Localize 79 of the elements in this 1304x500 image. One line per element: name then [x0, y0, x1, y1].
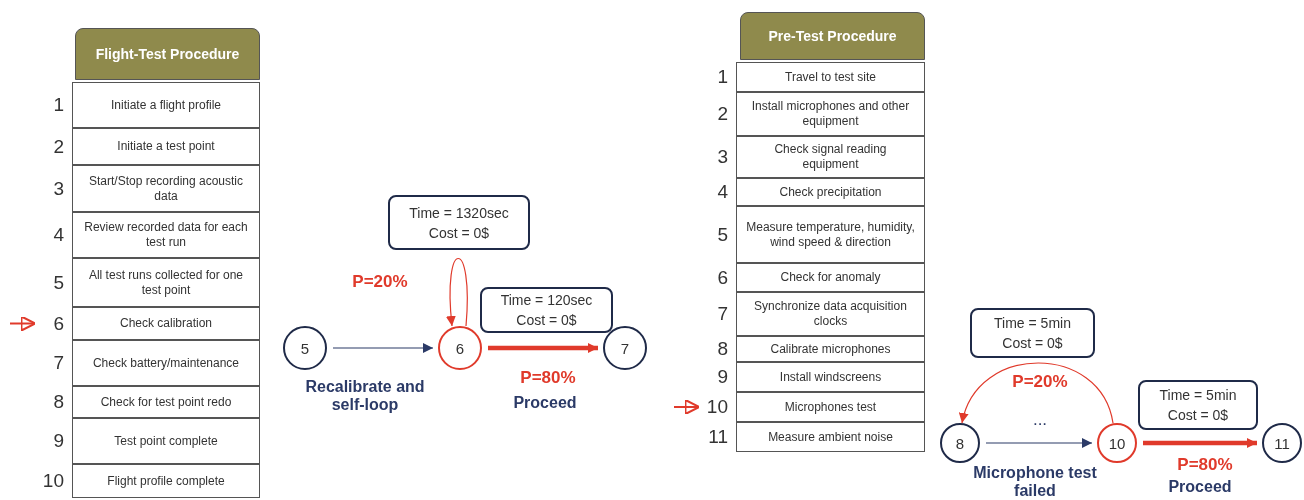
- edge-label: P=80%: [1177, 455, 1233, 475]
- step-number: 9: [716, 365, 729, 389]
- pointer-arrow: [673, 398, 701, 416]
- step-cell: Measure temperature, humidity, wind speed & direction: [736, 206, 925, 263]
- step-number: 2: [52, 134, 65, 159]
- step-cell: Travel to test site: [736, 62, 925, 92]
- step-number: 1: [52, 93, 65, 117]
- box-text: Cost = 0$: [1002, 334, 1063, 353]
- step-cell: Install windscreens: [736, 362, 925, 392]
- caption-text: Recalibrate and self-loop: [304, 378, 426, 414]
- pointer-arrow: [9, 315, 37, 332]
- table-header: Pre-Test Procedure: [740, 12, 925, 60]
- step-cell: Synchronize data acquisition clocks: [736, 292, 925, 336]
- edge-label: P=20%: [352, 272, 408, 292]
- info-box: [388, 195, 530, 250]
- caption-text: Microphone test failed: [972, 464, 1098, 500]
- step-number: 8: [716, 337, 729, 361]
- step-number: 1: [716, 65, 729, 89]
- step-cell: Install microphones and other equipment: [736, 92, 925, 136]
- step-number: 5: [716, 222, 729, 247]
- step-number: 2: [716, 102, 729, 126]
- step-number: 7: [716, 302, 729, 326]
- step-number: 10: [41, 469, 65, 493]
- edge-label: P=80%: [520, 368, 576, 388]
- state-circle: 6: [438, 326, 482, 370]
- arrow: [960, 362, 1114, 424]
- step-number: 9: [52, 429, 65, 453]
- step-number: 8: [52, 390, 65, 414]
- step-number: 3: [52, 176, 65, 201]
- box-text: Cost = 0$: [516, 311, 577, 330]
- step-cell: Check signal reading equipment: [736, 136, 925, 178]
- step-number: 4: [52, 223, 65, 247]
- info-box: [480, 287, 613, 333]
- step-cell: Review recorded data for each test run: [72, 212, 260, 258]
- step-number: 11: [707, 425, 729, 449]
- step-cell: Initiate a flight profile: [72, 82, 260, 128]
- step-number: 7: [52, 351, 65, 375]
- step-cell: Flight profile complete: [72, 464, 260, 498]
- step-number: 5: [52, 270, 65, 295]
- box-text: Time = 5min: [1159, 386, 1237, 405]
- step-number: 6: [716, 265, 729, 290]
- step-cell: Calibrate microphones: [736, 336, 925, 362]
- table-header: Flight-Test Procedure: [75, 28, 260, 80]
- self-loop-arrow: [446, 257, 468, 327]
- step-number: 6: [52, 311, 65, 336]
- box-text: Time = 120sec: [500, 291, 593, 310]
- step-cell: Initiate a test point: [72, 128, 260, 165]
- step-cell: Check precipitation: [736, 178, 925, 206]
- step-cell: Check calibration: [72, 307, 260, 340]
- state-circle: 8: [940, 423, 980, 463]
- arrow: [1143, 438, 1257, 448]
- state-circle: 5: [283, 326, 327, 370]
- box-text: Cost = 0$: [1167, 406, 1229, 425]
- step-cell: All test runs collected for one test point: [72, 258, 260, 307]
- step-cell: Microphones test: [736, 392, 925, 422]
- step-number: 3: [716, 145, 729, 169]
- step-cell: Test point complete: [72, 418, 260, 464]
- step-number: 10: [705, 395, 729, 419]
- edge-label: ...: [1032, 410, 1048, 430]
- step-cell: Check for anomaly: [736, 263, 925, 292]
- arrow: [332, 343, 434, 353]
- edge-label: P=20%: [1012, 372, 1068, 392]
- step-cell: Check battery/maintenance: [72, 340, 260, 386]
- info-box: [1138, 380, 1258, 430]
- arrow: [985, 438, 1093, 448]
- info-box: [970, 308, 1095, 358]
- state-circle: 7: [603, 326, 647, 370]
- step-cell: Check for test point redo: [72, 386, 260, 418]
- caption-text: Proceed: [512, 394, 578, 412]
- step-cell: Measure ambient noise: [736, 422, 925, 452]
- box-text: Cost = 0$: [428, 223, 490, 243]
- step-cell: Start/Stop recording acoustic data: [72, 165, 260, 212]
- state-circle: 11: [1262, 423, 1302, 463]
- box-text: Time = 5min: [994, 314, 1071, 333]
- state-circle: 10: [1097, 423, 1137, 463]
- box-text: Time = 1320sec: [409, 203, 509, 223]
- step-number: 4: [716, 180, 729, 204]
- caption-text: Proceed: [1167, 478, 1233, 496]
- arrow: [488, 343, 598, 353]
